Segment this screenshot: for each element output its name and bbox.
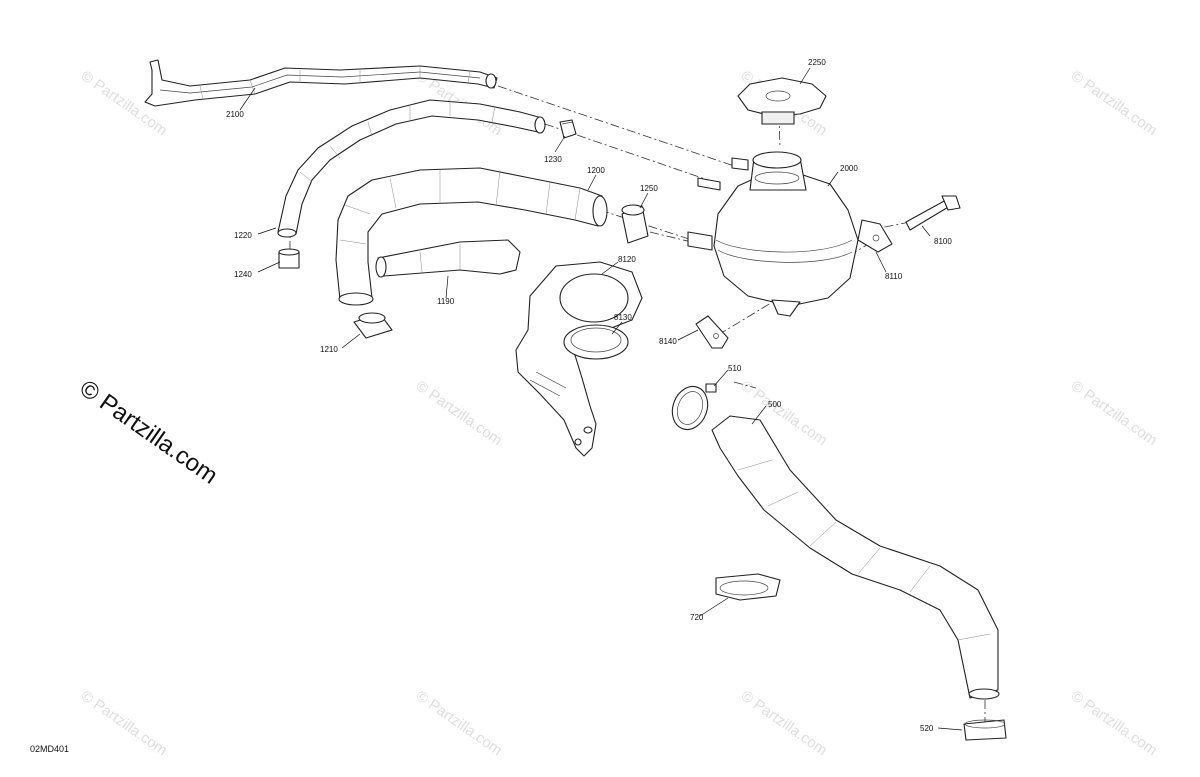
leader-lines [239, 67, 963, 731]
callouts: 2100 1230 1200 1250 2250 2000 1220 1240 … [226, 58, 952, 733]
watermark: © Partzilla.com [738, 687, 831, 759]
callout-720: 720 [690, 613, 704, 622]
clamp-520 [963, 719, 1007, 741]
grommet-8130 [563, 324, 629, 360]
pad-8140 [695, 315, 729, 349]
hose-1190 [375, 239, 521, 278]
hose-1220 [277, 99, 546, 238]
watermark: © Partzilla.com [1068, 67, 1161, 139]
watermark-main: © Partzilla.com [75, 375, 223, 490]
hose-2100 [144, 59, 498, 107]
callout-1230: 1230 [544, 155, 562, 164]
callout-2000: 2000 [840, 164, 858, 173]
bracket-8120 [515, 261, 643, 457]
callout-1220: 1220 [234, 231, 252, 240]
watermark: © Partzilla.com [413, 687, 506, 759]
watermark: © Partzilla.com [1068, 687, 1161, 759]
watermark: © Partzilla.com [1068, 377, 1161, 449]
callout-8130: 8130 [614, 313, 632, 322]
hose-1200 [335, 167, 608, 306]
clamp-1250 [621, 204, 649, 244]
bolt-8100 [905, 195, 961, 231]
callout-520: 520 [920, 724, 934, 733]
collar-1240 [278, 248, 300, 269]
callout-2100: 2100 [226, 110, 244, 119]
callout-8100: 8100 [934, 237, 952, 246]
callout-500: 500 [768, 400, 782, 409]
plate-8110 [857, 219, 893, 253]
callout-1250: 1250 [640, 184, 658, 193]
callout-1240: 1240 [234, 270, 252, 279]
cap-2250 [737, 77, 827, 125]
clamp-510 [671, 383, 717, 431]
callout-1190: 1190 [437, 297, 455, 306]
reservoir-2000 [687, 151, 859, 317]
callout-2250: 2250 [808, 58, 826, 67]
callout-8140: 8140 [659, 337, 677, 346]
callout-510: 510 [728, 364, 742, 373]
watermark: © Partzilla.com [78, 687, 171, 759]
hose-500 [711, 415, 1000, 700]
diagram-code: 02MD401 [30, 744, 69, 754]
callout-8120: 8120 [618, 255, 636, 264]
callout-8110: 8110 [885, 272, 903, 281]
watermark: © Partzilla.com [413, 377, 506, 449]
clamp-720 [715, 573, 781, 601]
clamp-1230 [559, 119, 577, 139]
clamp-1210 [353, 312, 393, 339]
callout-1210: 1210 [320, 345, 338, 354]
callout-1200: 1200 [587, 166, 605, 175]
